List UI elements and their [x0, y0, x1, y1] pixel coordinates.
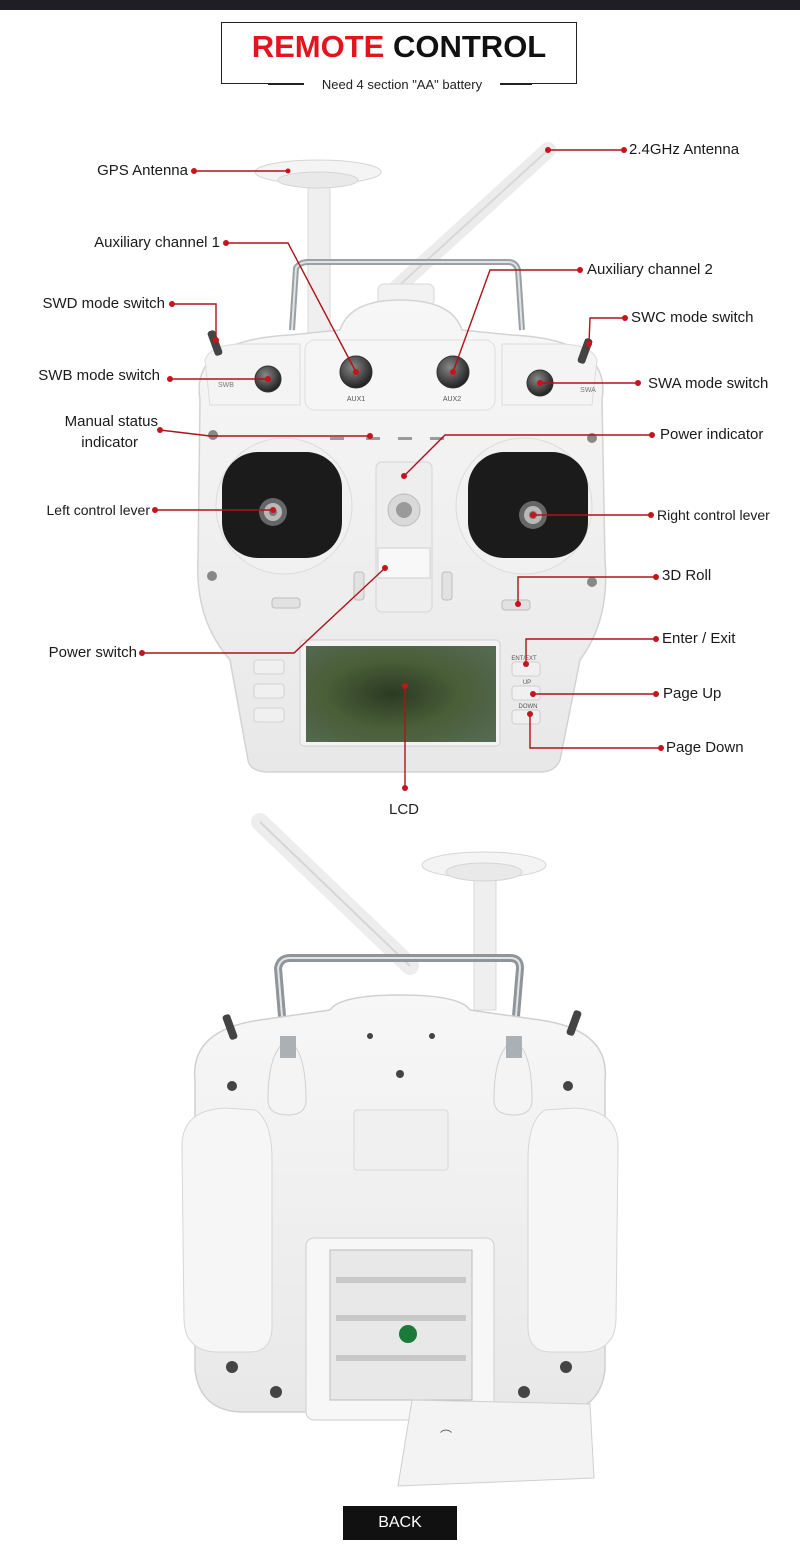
- antenna-24ghz: [384, 142, 556, 300]
- aux1-print: AUX1: [347, 396, 365, 403]
- label-manual-status-1: Manual status: [64, 413, 158, 430]
- ent-exit-print: ENT/EXT: [511, 656, 537, 662]
- swb-print: SWB: [218, 382, 234, 389]
- label-aux-channel-1: Auxiliary channel 1: [94, 234, 220, 251]
- label-swa-switch: SWA mode switch: [648, 375, 769, 392]
- label-aux-channel-2: Auxiliary channel 2: [587, 261, 713, 278]
- label-3d-roll: 3D Roll: [662, 567, 712, 584]
- label-power-switch: Power switch: [48, 644, 137, 661]
- label-swb-switch: SWB mode switch: [38, 367, 160, 384]
- label-swd-switch: SWD mode switch: [42, 295, 165, 312]
- label-page-down: Page Down: [666, 739, 744, 756]
- label-swc-switch: SWC mode switch: [631, 309, 754, 326]
- label-page-up: Page Up: [663, 685, 722, 702]
- transmitter-front: [197, 299, 607, 773]
- label-enter-exit: Enter / Exit: [662, 630, 736, 647]
- leader-dots: [139, 147, 664, 791]
- subtitle: Need 4 section "AA" battery: [304, 76, 500, 94]
- leader-lines: [142, 149, 661, 788]
- label-manual-status-2: indicator: [81, 434, 138, 451]
- title-box: REMOTE CONTROL: [221, 22, 577, 84]
- label-24ghz-antenna: 2.4GHz Antenna: [629, 141, 740, 158]
- label-right-lever: Right control lever: [657, 507, 770, 523]
- back-button[interactable]: BACK: [343, 1506, 457, 1540]
- label-left-lever: Left control lever: [46, 502, 151, 518]
- title-red: REMOTE: [251, 29, 385, 64]
- gps-antenna: [254, 159, 382, 336]
- label-gps-antenna: GPS Antenna: [97, 162, 188, 179]
- page-title: REMOTE CONTROL: [222, 29, 576, 65]
- swa-print: SWA: [580, 387, 596, 394]
- title-dark: CONTROL: [392, 29, 547, 64]
- label-lcd: LCD: [388, 801, 419, 818]
- down-print: DOWN: [519, 704, 538, 710]
- svg-text:⌒: ⌒: [440, 1429, 452, 1443]
- top-bar: [0, 0, 800, 10]
- label-power-indicator: Power indicator: [660, 426, 764, 443]
- transmitter-back: ⌒: [181, 813, 619, 1487]
- aux2-print: AUX2: [443, 396, 461, 403]
- subtitle-rule-left: [268, 84, 304, 85]
- up-print: UP: [523, 680, 531, 686]
- subtitle-rule-right: [500, 84, 532, 85]
